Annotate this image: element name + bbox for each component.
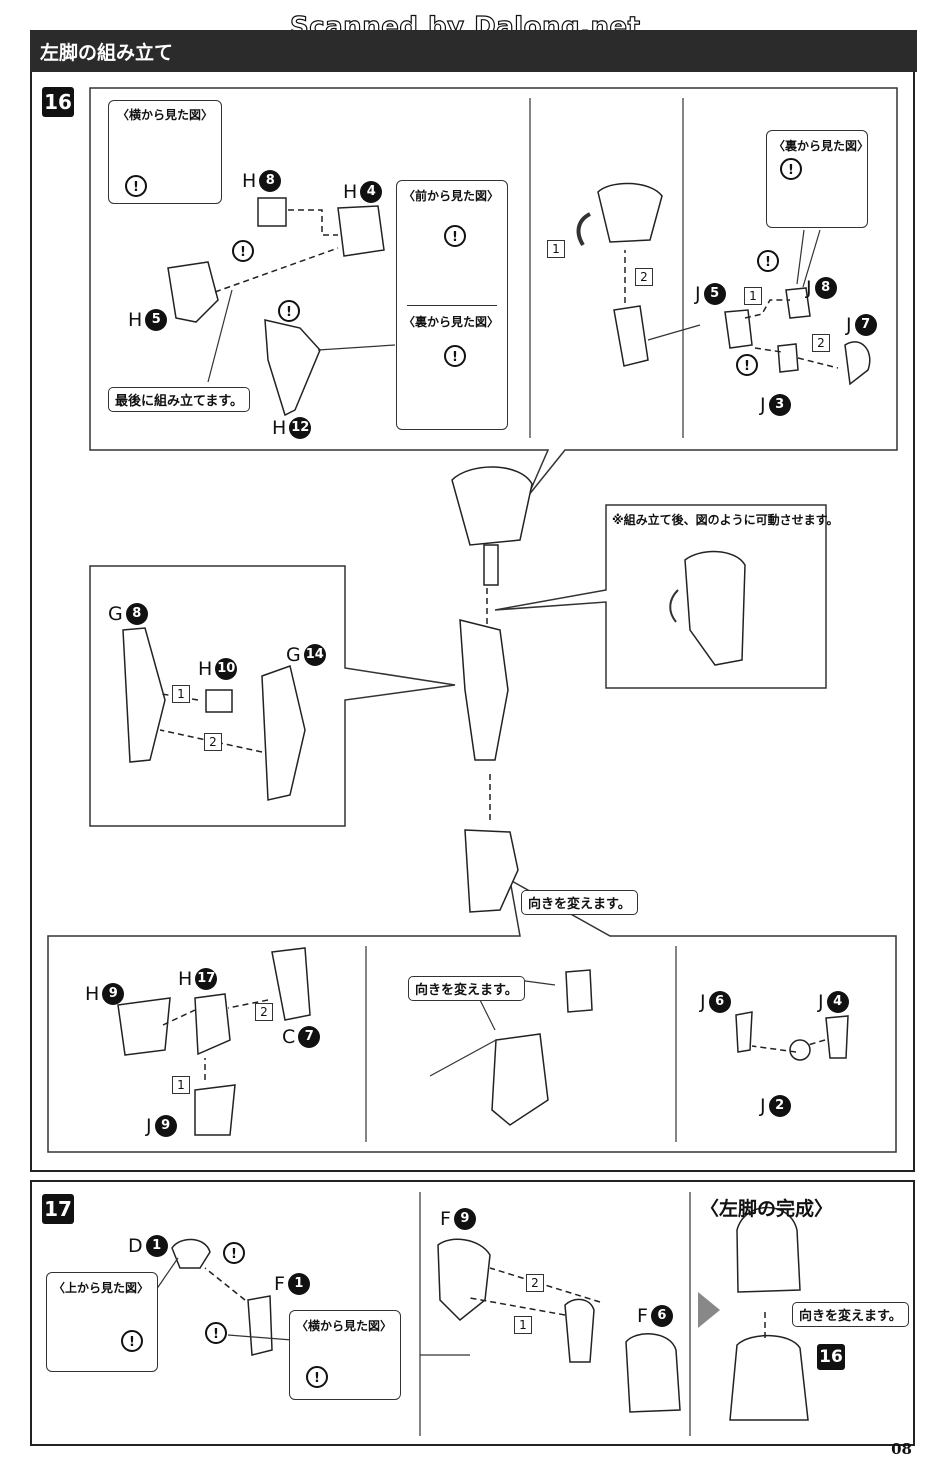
front-view-label: 〈前から見た図〉 — [403, 189, 500, 203]
caution-icon: ! — [232, 240, 254, 262]
caution-icon: ! — [444, 225, 466, 247]
caution-icon: ! — [125, 175, 147, 197]
note-turn-a: 向きを変えます。 — [521, 890, 638, 915]
order-marker-1: 1 — [172, 1076, 190, 1094]
caution-icon: ! — [223, 1242, 245, 1264]
ref-step-16: 16 — [817, 1344, 845, 1370]
top-view-box: 〈上から見た図〉 — [46, 1272, 158, 1372]
note-turn-b: 向きを変えます。 — [408, 976, 525, 1001]
back-view-label-a: 〈裏から見た図〉 — [403, 315, 500, 329]
complete-title: 〈左脚の完成〉 — [700, 1198, 834, 1220]
caution-icon: ! — [121, 1330, 143, 1352]
front-back-view-box: 〈前から見た図〉 〈裏から見た図〉 — [396, 180, 508, 430]
step16-frame — [30, 72, 915, 1172]
caution-icon: ! — [205, 1322, 227, 1344]
step-number-17: 17 — [42, 1194, 74, 1224]
top-view-label: 〈上から見た図〉 — [53, 1281, 150, 1295]
back-view-box: 〈裏から見た図〉 — [766, 130, 870, 228]
back-view-label-b: 〈裏から見た図〉 — [773, 139, 870, 153]
order-marker-1: 1 — [547, 240, 565, 258]
order-marker-2: 2 — [812, 334, 830, 352]
caution-icon: ! — [306, 1366, 328, 1388]
note-turn-c: 向きを変えます。 — [792, 1302, 909, 1327]
order-marker-2: 2 — [204, 733, 222, 751]
caution-icon: ! — [278, 300, 300, 322]
side-view-label-17: 〈横から見た図〉 — [296, 1319, 393, 1333]
caution-icon: ! — [736, 354, 758, 376]
caution-icon: ! — [444, 345, 466, 367]
order-marker-2: 2 — [255, 1003, 273, 1021]
step-number-16: 16 — [42, 87, 74, 117]
section-title-bar: 左脚の組み立て — [30, 30, 917, 72]
order-marker-1: 1 — [172, 685, 190, 703]
order-marker-1: 1 — [744, 287, 762, 305]
page-number: 08 — [891, 1440, 912, 1458]
order-marker-2: 2 — [635, 268, 653, 286]
right-arrow-icon — [698, 1292, 720, 1328]
section-title: 左脚の組み立て — [40, 42, 174, 64]
order-marker-1: 1 — [514, 1316, 532, 1334]
step17-frame — [30, 1180, 915, 1446]
caution-icon: ! — [757, 250, 779, 272]
side-view-label: 〈横から見た図〉 — [117, 108, 214, 122]
note-movable: ※組み立て後、図のように可動させます。 — [612, 513, 839, 527]
side-view-box-17: 〈横から見た図〉 — [289, 1310, 401, 1400]
order-marker-2: 2 — [526, 1274, 544, 1292]
note-assemble-last: 最後に組み立てます。 — [108, 387, 251, 412]
caution-icon: ! — [780, 158, 802, 180]
